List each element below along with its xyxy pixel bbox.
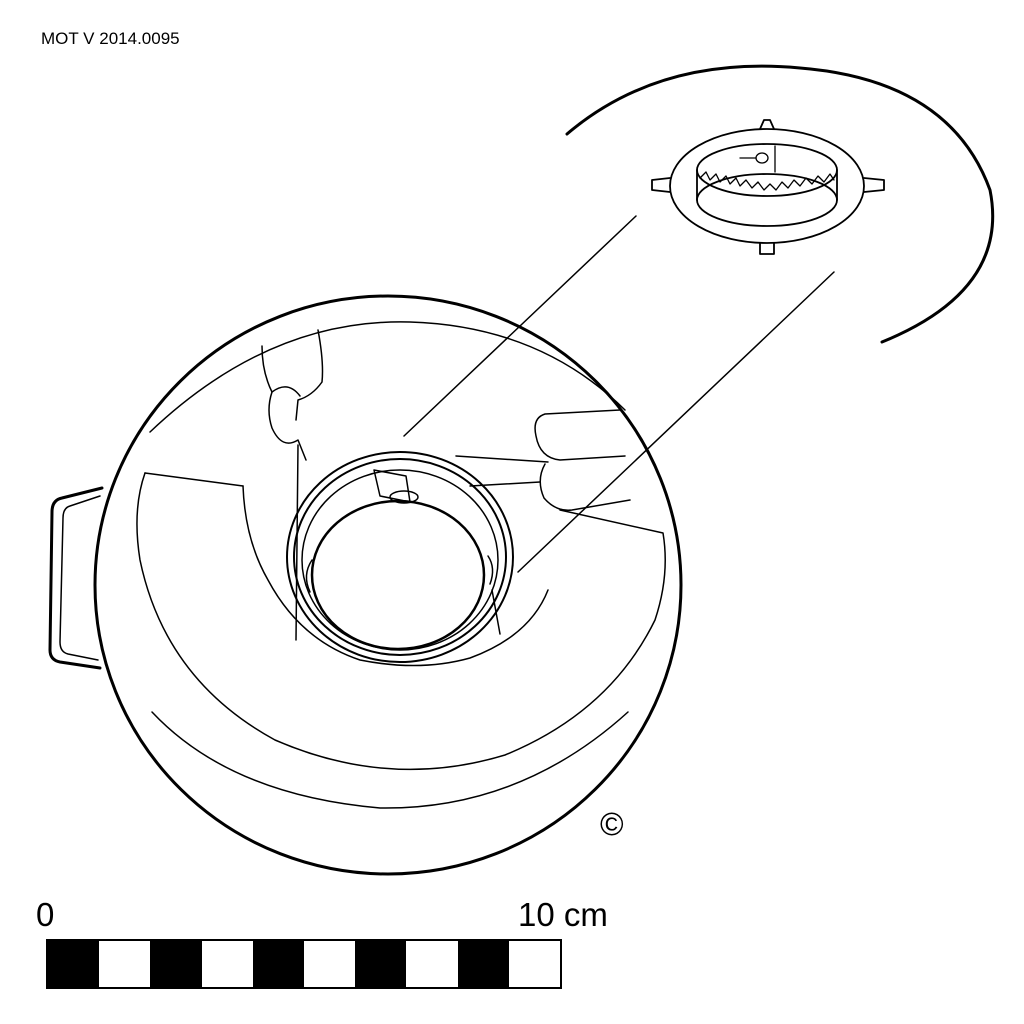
opening-screw xyxy=(389,490,419,504)
leader-line-2 xyxy=(517,271,835,573)
opening-pins xyxy=(295,444,501,641)
scale-end-label: 10 cm xyxy=(518,896,608,933)
detail-serration xyxy=(699,171,835,191)
detail-mount-ring xyxy=(669,128,865,244)
finger-right xyxy=(534,409,631,511)
detail-tab-top xyxy=(759,119,775,130)
detail-screw xyxy=(755,152,769,164)
scale-segment xyxy=(48,941,100,987)
lid-outer-rim xyxy=(93,294,683,876)
opening-tab-right xyxy=(487,555,494,585)
opening-inner xyxy=(310,499,486,651)
scale-segment xyxy=(355,941,407,987)
lid-handle-inner xyxy=(59,495,101,661)
opening-outer-ring xyxy=(286,451,514,663)
lid-channel-inner xyxy=(242,485,549,667)
scale-segment xyxy=(252,941,305,987)
finger-right-joint xyxy=(455,455,549,487)
opening-clip xyxy=(373,469,411,503)
lid-lower-contour xyxy=(151,711,629,809)
scale-segment xyxy=(201,941,253,987)
opening-tab-left xyxy=(305,559,313,593)
scale-bar xyxy=(46,939,562,989)
scale-segment xyxy=(150,941,202,987)
scale-segment xyxy=(508,941,561,987)
detail-cylinder-top xyxy=(696,143,838,197)
detail-tab-bottom xyxy=(759,242,775,255)
finger-left-tip xyxy=(271,386,301,397)
detail-outline xyxy=(565,64,995,344)
lid-channel-outer xyxy=(136,472,666,771)
scale-segment xyxy=(406,941,458,987)
lid-handle xyxy=(48,486,104,670)
finger-left xyxy=(261,329,324,461)
opening-ring-2 xyxy=(293,458,507,656)
detail-tab-left xyxy=(651,177,671,193)
scale-segment xyxy=(99,941,151,987)
lid-channel-top-edge xyxy=(144,472,244,487)
scale-start-label: 0 xyxy=(36,896,55,933)
detail-tab-right xyxy=(863,177,885,193)
copyright-symbol: © xyxy=(600,806,624,842)
catalog-number: MOT V 2014.0095 xyxy=(41,29,180,48)
leader-line-1 xyxy=(403,215,637,437)
detail-cylinder-bottom xyxy=(696,173,838,227)
lid-upper-contour xyxy=(149,321,626,433)
scale-segment xyxy=(304,941,356,987)
scale-segment xyxy=(457,941,509,987)
